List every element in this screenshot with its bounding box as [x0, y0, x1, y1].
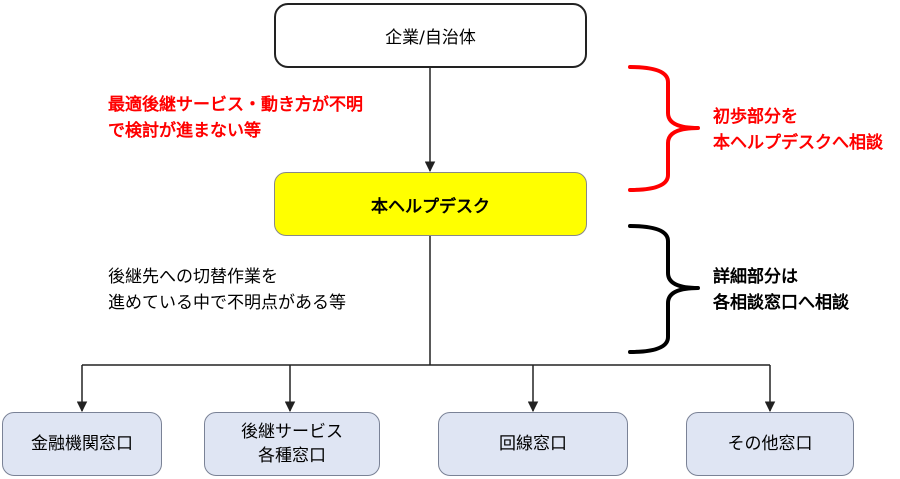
middle-note: 後継先への切替作業を 進めている中で不明点がある等 — [108, 264, 346, 316]
top-note-line-1: 最適後継サービス・動き方が不明 — [108, 95, 363, 115]
black-brace — [628, 224, 700, 354]
top-note-line-2: で検討が進まない等 — [108, 121, 261, 141]
node-successor-service-line-2: 各種窓口 — [258, 446, 326, 466]
node-financial-institution-label: 金融機関窓口 — [31, 434, 133, 454]
red-brace — [628, 65, 700, 192]
node-other: その他窓口 — [686, 412, 854, 476]
node-line-service-label: 回線窓口 — [499, 434, 567, 454]
node-company-label: 企業/自治体 — [385, 28, 476, 48]
middle-note-line-1: 後継先への切替作業を — [108, 267, 278, 287]
middle-note-line-2: 進めている中で不明点がある等 — [108, 293, 346, 313]
top-brace-label-line-2: 本ヘルプデスクへ相談 — [713, 133, 883, 153]
node-successor-service-line-1: 後継サービス — [241, 422, 343, 442]
top-brace-label: 初歩部分を 本ヘルプデスクへ相談 — [713, 104, 883, 156]
bottom-brace-label: 詳細部分は 各相談窓口へ相談 — [713, 264, 849, 316]
node-line-service: 回線窓口 — [438, 412, 628, 476]
top-note: 最適後継サービス・動き方が不明 で検討が進まない等 — [108, 92, 363, 144]
bottom-brace-label-line-1: 詳細部分は — [713, 267, 798, 287]
node-helpdesk-label: 本ヘルプデスク — [371, 196, 490, 217]
node-successor-service: 後継サービス 各種窓口 — [204, 412, 380, 476]
node-company: 企業/自治体 — [274, 3, 587, 68]
node-financial-institution: 金融機関窓口 — [2, 412, 162, 476]
node-other-label: その他窓口 — [727, 434, 813, 454]
node-helpdesk: 本ヘルプデスク — [274, 172, 587, 236]
bottom-brace-label-line-2: 各相談窓口へ相談 — [713, 293, 849, 313]
top-brace-label-line-1: 初歩部分を — [713, 107, 798, 127]
